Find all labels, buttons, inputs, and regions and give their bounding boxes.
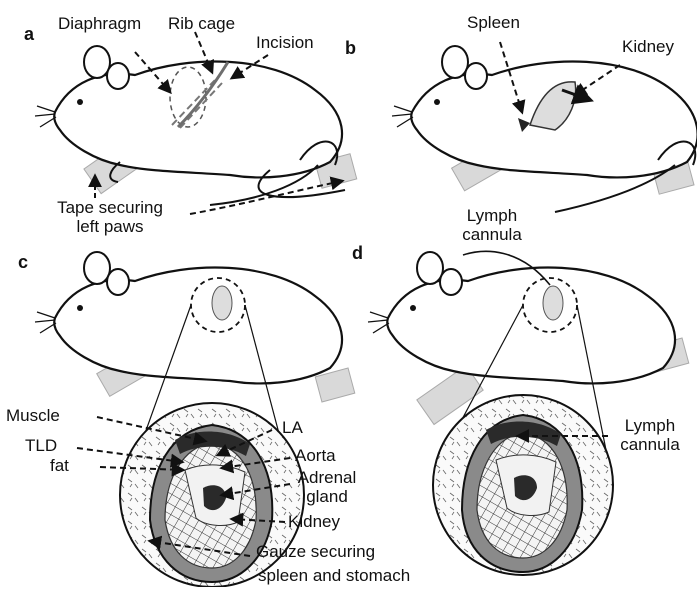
rat-ear2-a [107, 63, 129, 89]
panel-a-rat [35, 32, 357, 214]
rat-eye-d [410, 305, 416, 311]
label-gauze-line2: spleen and stomach [258, 566, 410, 585]
rat-eye-b [434, 99, 440, 105]
label-kidney-b: Kidney [622, 37, 674, 56]
label-adrenal-line1: Adrenal [292, 468, 362, 487]
label-fat: fat [50, 456, 69, 475]
label-rib-cage: Rib cage [168, 14, 235, 33]
rat-ear2-d [440, 269, 462, 295]
label-gauze-line1: Gauze securing [256, 542, 375, 561]
label-lymph-top-line1: Lymph [452, 206, 532, 225]
panel-letter-b: b [345, 38, 356, 59]
label-incision: Incision [256, 33, 314, 52]
label-adrenal-gland: Adrenal gland [292, 468, 362, 506]
small-organ-c [212, 286, 232, 320]
label-lymph-right-line1: Lymph [610, 416, 690, 435]
label-lymph-cannula-top: Lymph cannula [452, 206, 532, 244]
rat-ear-c [84, 252, 110, 284]
whiskers-b [392, 106, 413, 127]
rat-ear-b [442, 46, 468, 78]
whiskers-d [368, 312, 389, 333]
whiskers-a [35, 106, 56, 127]
label-muscle: Muscle [6, 406, 60, 425]
rat-eye-a [77, 99, 83, 105]
rat-eye-c [77, 305, 83, 311]
panel-b-rat [392, 42, 697, 212]
label-tape-line2: left paws [40, 217, 180, 236]
label-tape-line1: Tape securing [40, 198, 180, 217]
arrow-tape-right [190, 181, 342, 214]
label-lymph-right-line2: cannula [610, 435, 690, 454]
rat-ear-d [417, 252, 443, 284]
panel-d-rat [368, 251, 689, 575]
small-organ-d [543, 286, 563, 320]
label-kidney-c: Kidney [288, 512, 340, 531]
label-aorta: Aorta [295, 446, 336, 465]
rat-ear-a [84, 46, 110, 78]
rat-ear2-b [465, 63, 487, 89]
panel-letter-c: c [18, 252, 28, 273]
label-la: LA [282, 418, 303, 437]
rat-ear2-c [107, 269, 129, 295]
label-diaphragm: Diaphragm [58, 14, 141, 33]
label-adrenal-line2: gland [292, 487, 362, 506]
panel-letter-d: d [352, 243, 363, 264]
label-lymph-top-line2: cannula [452, 225, 532, 244]
panel-letter-a: a [24, 24, 34, 45]
label-tape-securing: Tape securing left paws [40, 198, 180, 236]
label-tld: TLD [25, 436, 57, 455]
label-lymph-cannula-right: Lymph cannula [610, 416, 690, 454]
whiskers-c [35, 312, 56, 333]
panel-c-rat [35, 252, 355, 587]
label-spleen: Spleen [467, 13, 520, 32]
